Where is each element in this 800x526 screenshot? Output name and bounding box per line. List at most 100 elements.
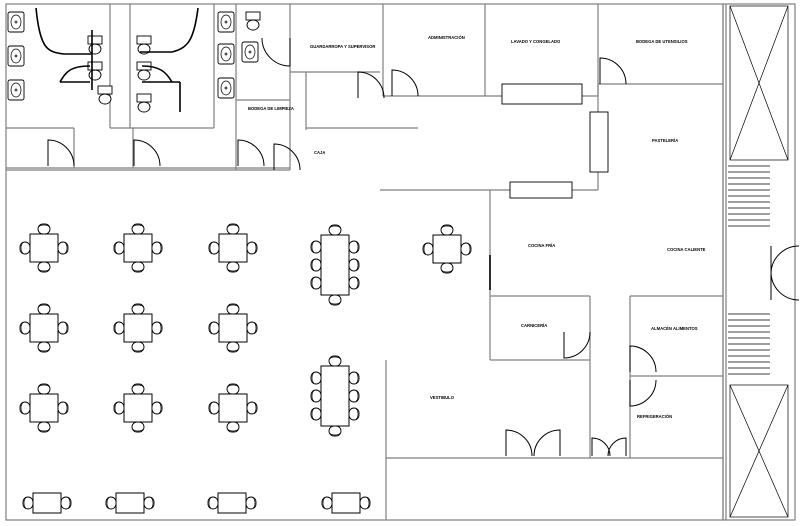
door [505,429,533,457]
door [599,57,627,85]
doors [47,37,657,457]
chair-seat [131,261,145,273]
toilet-bowl [98,93,112,105]
chair [57,401,69,415]
chair-back [355,390,359,402]
chair [310,276,322,290]
chair-back [64,322,68,334]
chair [310,407,322,421]
chair-back [132,428,144,432]
chair [19,321,31,335]
chair [359,496,371,510]
table-square [29,233,59,263]
door [47,139,75,167]
sink-drain [248,50,252,54]
chair-back [355,259,359,271]
chair-back [132,384,144,388]
chair-seat [37,223,51,235]
chair [226,341,240,353]
table-long [320,234,350,296]
chair-seat [460,242,472,256]
label-cocina-fria: COCINA FRÍA [528,243,555,248]
door [237,139,265,167]
chair [348,389,360,403]
chair-back [329,225,341,229]
chair-back [150,497,154,509]
chair-back [355,408,359,420]
chair-seat [348,276,360,290]
chair-back [227,384,239,388]
label-cocina-caliente: COCINA CALIENTE [667,247,706,252]
chair-back [355,277,359,289]
chair-seat [328,294,342,306]
chair-seat [348,407,360,421]
chair-back [253,402,257,414]
chair-seat [348,389,360,403]
chair-seat [37,341,51,353]
sink-basin [220,46,232,62]
chair-back [441,225,453,229]
chair-seat [131,303,145,315]
chair [22,496,34,510]
chair-back [114,402,118,414]
chair [246,401,258,415]
chair [226,261,240,273]
chair [440,224,454,236]
sink-basin [244,44,256,60]
chair-seat [57,401,69,415]
chair-back [67,497,71,509]
chair-back [322,497,326,509]
chair [348,240,360,254]
chair-back [227,224,239,228]
toilet-bowl [88,69,102,81]
sink [217,11,235,33]
toilet-tank [136,35,152,45]
chair [245,496,257,510]
chair-seat [19,321,31,335]
chair [151,321,163,335]
chair [131,421,145,433]
chair-back [132,224,144,228]
sink [7,45,25,67]
sink-drain [14,88,18,92]
chair-back [311,408,315,420]
chair [208,241,220,255]
chair-back [158,402,162,414]
door [629,379,657,407]
chair-back [311,390,315,402]
door [629,345,657,373]
chair [348,276,360,290]
chair-seat [440,224,454,236]
chair-back [311,259,315,271]
chair-back [209,402,213,414]
table-square [218,233,248,263]
sink-basin [10,14,22,30]
chair-back [23,497,27,509]
chair [321,496,333,510]
chair-seat [208,241,220,255]
chair-seat [151,241,163,255]
chair [37,383,51,395]
chair-back [38,224,50,228]
table-small [217,492,247,514]
chair [208,321,220,335]
chair-back [208,497,212,509]
chair-seat [321,496,333,510]
chair-back [355,241,359,253]
chair [348,371,360,385]
chair-seat [131,223,145,235]
chair-seat [245,496,257,510]
chair [57,241,69,255]
chair [328,294,342,306]
sink-basin [10,48,22,64]
door [357,71,385,99]
table-small [32,492,62,514]
chair-back [253,322,257,334]
sink-drain [224,20,228,24]
chair-back [20,322,24,334]
chair-seat [310,258,322,272]
door [563,331,591,359]
chair [226,303,240,315]
chair-seat [246,241,258,255]
chair-seat [310,371,322,385]
